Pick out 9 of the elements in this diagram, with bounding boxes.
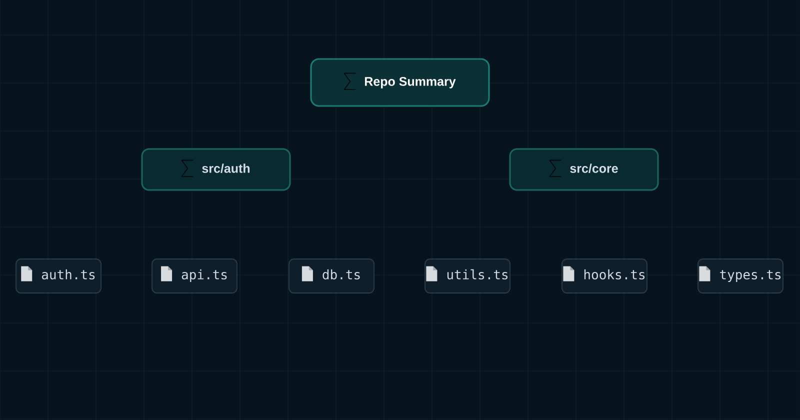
file-box: auth.ts [16,258,102,294]
directory-box: src/auth [141,148,291,191]
file-box: hooks.ts [562,258,648,294]
summary-box: Repo Summary [310,58,490,107]
file-box: types.ts [698,258,784,294]
file-box: utils.ts [424,258,510,294]
directory-box: src/core [509,148,659,191]
file-box: api.ts [152,258,238,294]
file-box: db.ts [288,258,374,294]
